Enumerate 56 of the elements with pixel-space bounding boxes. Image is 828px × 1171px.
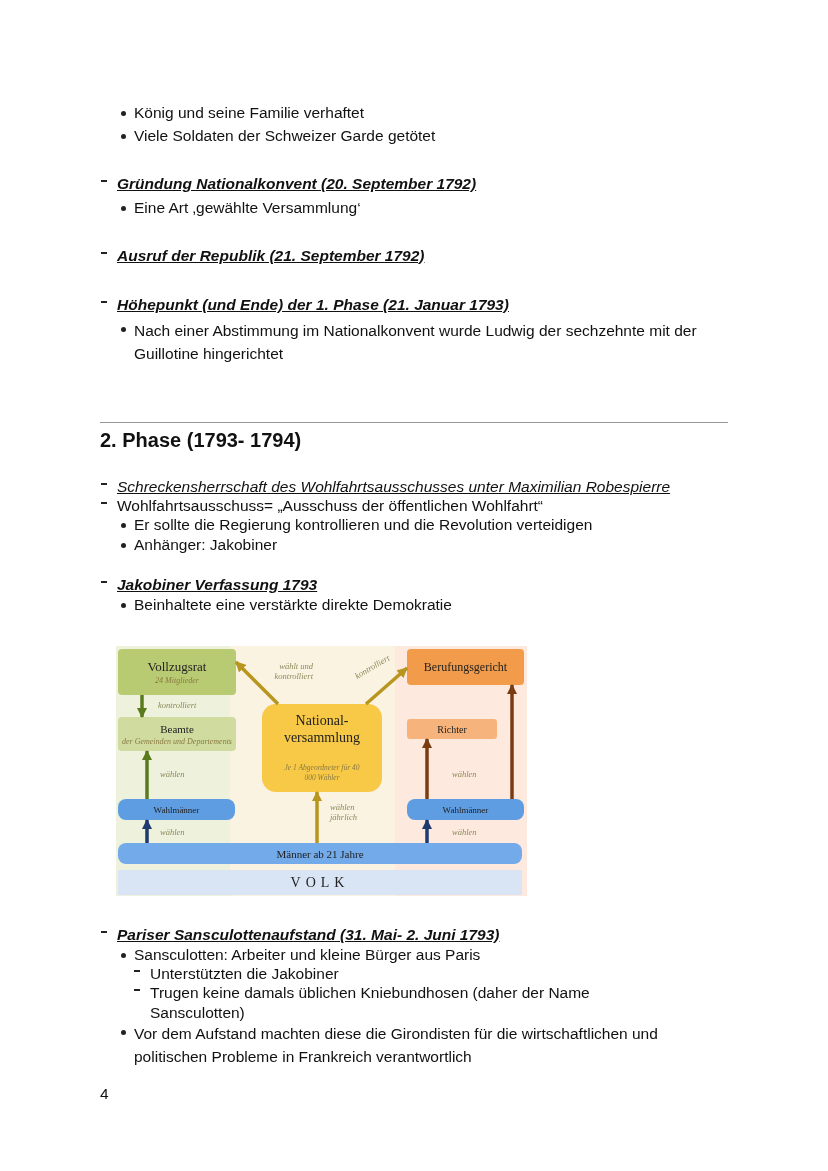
bullet-text: Eine Art ‚gewählte Versammlung‘ xyxy=(134,198,361,218)
judge-box xyxy=(407,719,497,739)
node-title: Berufungsgericht xyxy=(423,659,508,675)
page-number: 4 xyxy=(100,1084,109,1104)
bullet-text: Nach einer Abstimmung im Nationalkonvent wurde Ludwig der sechzehnte mit der Guillotine hingerichtet xyxy=(134,321,698,364)
arrow xyxy=(421,737,433,799)
executive-box xyxy=(118,649,236,695)
official-box xyxy=(118,717,236,751)
node-title: Wahlmänner xyxy=(442,803,489,816)
assembly-box xyxy=(262,704,382,792)
court-box xyxy=(407,649,524,685)
node-title: Richter xyxy=(437,722,467,736)
node-subtitle: 24 Mitglieder xyxy=(155,674,199,686)
edge-label: wählt und kontrolliert xyxy=(273,661,313,681)
topic-heading: Pariser Sansculottenaufstand (31. Mai- 2. Juni 1793) xyxy=(117,925,500,945)
bullet-text: Sansculotten: Arbeiter und kleine Bürger aus Paris xyxy=(134,945,481,965)
bullet-text: Vor dem Aufstand machten diese die Girondisten für die wirtschaftlichen und politischen Probleme in Frankreich verantwortlich xyxy=(134,1024,659,1067)
edge-label: kontrolliert xyxy=(158,700,197,710)
arrow xyxy=(141,749,153,799)
arrow xyxy=(136,695,148,719)
bullet-text: Unterstützten die Jakobiner xyxy=(150,964,339,984)
topic-heading: Ausruf der Republik (21. September 1792) xyxy=(117,246,425,266)
bullet-text: Trugen keine damals üblichen Kniebundhosen (daher der Name Sansculotten) xyxy=(150,983,591,1023)
node-subtitle: der Gemeinden und Departements xyxy=(122,735,232,747)
arrow xyxy=(141,818,153,843)
bullet-text: Anhänger: Jakobiner xyxy=(134,535,278,555)
voter-band xyxy=(118,843,522,864)
people-band xyxy=(118,870,522,895)
edge-label: wählen xyxy=(452,827,477,837)
arrow xyxy=(506,683,518,799)
arrow xyxy=(311,790,323,843)
edge-label: wählen xyxy=(160,827,185,837)
topic-heading: Jakobiner Verfassung 1793 xyxy=(117,575,318,595)
section-heading: 2. Phase (1793- 1794) xyxy=(100,428,302,452)
bullet-text: Viele Soldaten der Schweizer Garde getötet xyxy=(134,126,436,146)
topic-heading: Gründung Nationalkonvent (20. September 1792) xyxy=(117,174,477,194)
elector-box xyxy=(118,799,235,820)
topic-heading: Schreckensherrschaft des Wohlfahrtsausschusses unter Maximilian Robespierre xyxy=(117,477,671,497)
node-title: Männer ab 21 Jahre xyxy=(276,846,364,861)
node-title: Vollzugsrat xyxy=(147,658,207,675)
bullet-text: Er sollte die Regierung kontrollieren und die Revolution verteidigen xyxy=(134,515,593,535)
bullet-text: Wohlfahrtsausschuss= „Ausschuss der öffentlichen Wohlfahrt“ xyxy=(117,496,544,516)
arrow xyxy=(364,666,409,706)
edge-label: wählen jährlich xyxy=(330,802,358,822)
node-title: National-versammlung xyxy=(282,712,362,747)
arrow xyxy=(234,660,280,706)
node-title: Beamte xyxy=(160,721,194,736)
edge-label: wählen xyxy=(160,769,185,779)
node-title: Wahlmänner xyxy=(153,803,200,816)
elector-box xyxy=(407,799,524,820)
bullet-text: Beinhaltete eine verstärkte direkte Demokratie xyxy=(134,595,452,615)
bullet-text: König und seine Familie verhaftet xyxy=(134,103,365,123)
arrow xyxy=(421,818,433,843)
edge-label: wählen xyxy=(452,769,477,779)
node-title: VOLK xyxy=(290,874,350,891)
topic-heading: Höhepunkt (und Ende) der 1. Phase (21. Januar 1793) xyxy=(117,295,509,315)
